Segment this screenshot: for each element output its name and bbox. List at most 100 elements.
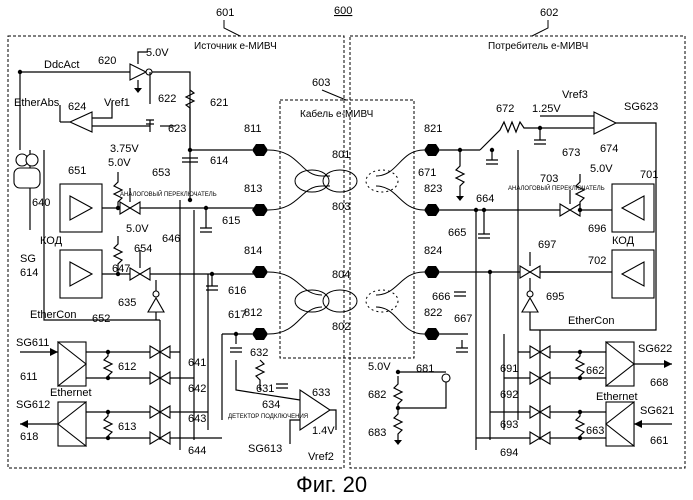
label-644: 644 [188, 445, 206, 457]
label-702: 702 [588, 255, 606, 267]
label-615: 615 [222, 215, 240, 227]
label-662: 662 [586, 365, 604, 377]
label-5v-a: 5.0V [108, 157, 131, 169]
label-674: 674 [600, 143, 618, 155]
cable-number: 603 [312, 77, 330, 89]
label-804: 804 [332, 269, 350, 281]
label-691: 691 [500, 363, 518, 375]
label-673: 673 [562, 147, 580, 159]
label-ethercon-sink: EtherCon [568, 315, 614, 327]
label-652: 652 [92, 313, 110, 325]
pin-822 [424, 328, 440, 340]
label-681: 681 [416, 363, 434, 375]
leader-601 [224, 20, 240, 36]
label-622: 622 [158, 93, 176, 105]
label-624: 624 [68, 101, 86, 113]
pin-823 [424, 204, 440, 216]
label-635: 635 [118, 297, 136, 309]
label-1-25v: 1.25V [532, 103, 561, 115]
label-654: 654 [134, 243, 152, 255]
label-631: 631 [256, 383, 274, 395]
label-661: 661 [650, 435, 668, 447]
label-623: 623 [168, 123, 186, 135]
label-633: 633 [312, 387, 330, 399]
label-692: 692 [500, 389, 518, 401]
leader-603 [322, 90, 346, 100]
figure-caption: Фиг. 20 [296, 472, 367, 497]
label-802: 802 [332, 321, 350, 333]
label-5v-b: 5.0V [126, 223, 149, 235]
label-671: 671 [418, 167, 436, 179]
label-643: 643 [188, 413, 206, 425]
label-sg613: SG613 [248, 443, 282, 455]
figure-number: 600 [334, 5, 352, 17]
label-etherabs: EtherAbs [14, 97, 60, 109]
label-803: 803 [332, 201, 350, 213]
pin-821 [424, 144, 440, 156]
label-634: 634 [262, 399, 280, 411]
label-614: 614 [210, 155, 228, 167]
label-653: 653 [152, 167, 170, 179]
label-vref3: Vref3 [562, 89, 588, 101]
label-sg611: SG611 [16, 337, 49, 349]
label-612: 612 [118, 361, 136, 373]
label-616: 616 [228, 285, 246, 297]
label-667: 667 [454, 313, 472, 325]
sink-number: 602 [540, 7, 558, 19]
pin-812 [252, 328, 268, 340]
pin-824 [424, 266, 440, 278]
label-814: 814 [244, 245, 262, 257]
label-665: 665 [448, 227, 466, 239]
label-695: 695 [546, 291, 564, 303]
label-668: 668 [650, 377, 668, 389]
label-617: 617 [228, 309, 246, 321]
label-sg621: SG621 [640, 405, 674, 417]
label-kod-sink: КОД [612, 235, 635, 247]
label-1-4v: 1.4V [312, 425, 335, 437]
leader-602 [532, 20, 548, 36]
label-sg612: SG612 [16, 399, 50, 411]
label-ethernet-sink: Ethernet [596, 391, 638, 403]
label-811: 811 [244, 123, 262, 135]
label-642: 642 [188, 383, 206, 395]
label-703: 703 [540, 173, 558, 185]
label-sg: SG [20, 253, 36, 265]
source-title: Источник е-МИВЧ [194, 41, 277, 52]
pin-813 [252, 204, 268, 216]
cable-internals [268, 150, 424, 334]
label-683: 683 [368, 427, 386, 439]
label-672: 672 [496, 103, 514, 115]
label-813: 813 [244, 183, 262, 195]
label-611: 611 [20, 371, 38, 383]
label-vref2: Vref2 [308, 451, 334, 463]
label-ddcact: DdcAct [44, 59, 79, 71]
label-analog-switch-src: АНАЛОГОВЫЙ ПЕРЕКЛЮЧАТЕЛЬ [120, 190, 217, 198]
label-664: 664 [476, 193, 494, 205]
cable-title: Кабель е-МИВЧ [300, 108, 373, 120]
label-682: 682 [368, 389, 386, 401]
source-number: 601 [216, 7, 234, 19]
label-647: 647 [112, 263, 130, 275]
label-3-75v: 3.75V [110, 143, 139, 155]
label-5v-sink: 5.0V [590, 163, 613, 175]
label-822: 822 [424, 307, 442, 319]
label-ethernet-src: Ethernet [50, 387, 92, 399]
pin-814 [252, 266, 268, 278]
label-kod-src: КОД [40, 235, 63, 247]
label-821: 821 [424, 123, 442, 135]
label-693: 693 [500, 419, 518, 431]
label-sg623: SG623 [624, 101, 658, 113]
label-613: 613 [118, 421, 136, 433]
label-620: 620 [98, 55, 116, 67]
label-651: 651 [68, 165, 86, 177]
label-640: 640 [32, 197, 50, 209]
label-694: 694 [500, 447, 518, 459]
label-823: 823 [424, 183, 442, 195]
label-621: 621 [210, 97, 228, 109]
label-detector: ДЕТЕКТОР ПОДКЛЮЧЕНИЯ [228, 414, 308, 420]
label-697: 697 [538, 239, 556, 251]
label-801: 801 [332, 149, 350, 161]
pin-811 [252, 144, 268, 156]
sink-title: Потребитель е-МИВЧ [488, 40, 588, 52]
label-analog-switch-sink: АНАЛОГОВЫЙ ПЕРЕКЛЮЧАТЕЛЬ [508, 184, 605, 192]
